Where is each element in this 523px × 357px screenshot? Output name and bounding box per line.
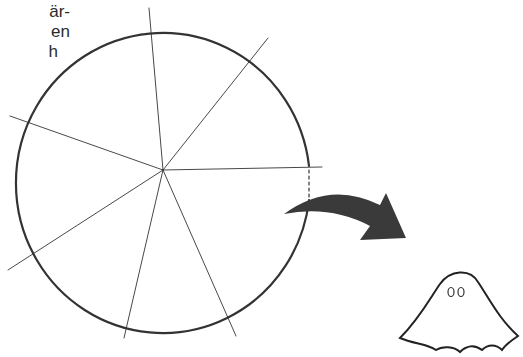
cut-off-text: är- bbox=[49, 2, 70, 22]
segment-lines bbox=[8, 8, 322, 338]
circle-outline bbox=[16, 33, 309, 333]
curved-arrow bbox=[284, 193, 406, 240]
cut-off-text: en bbox=[51, 22, 70, 42]
ghost bbox=[400, 272, 518, 352]
cut-off-text: h bbox=[49, 42, 58, 62]
circle-gap bbox=[308, 170, 309, 200]
